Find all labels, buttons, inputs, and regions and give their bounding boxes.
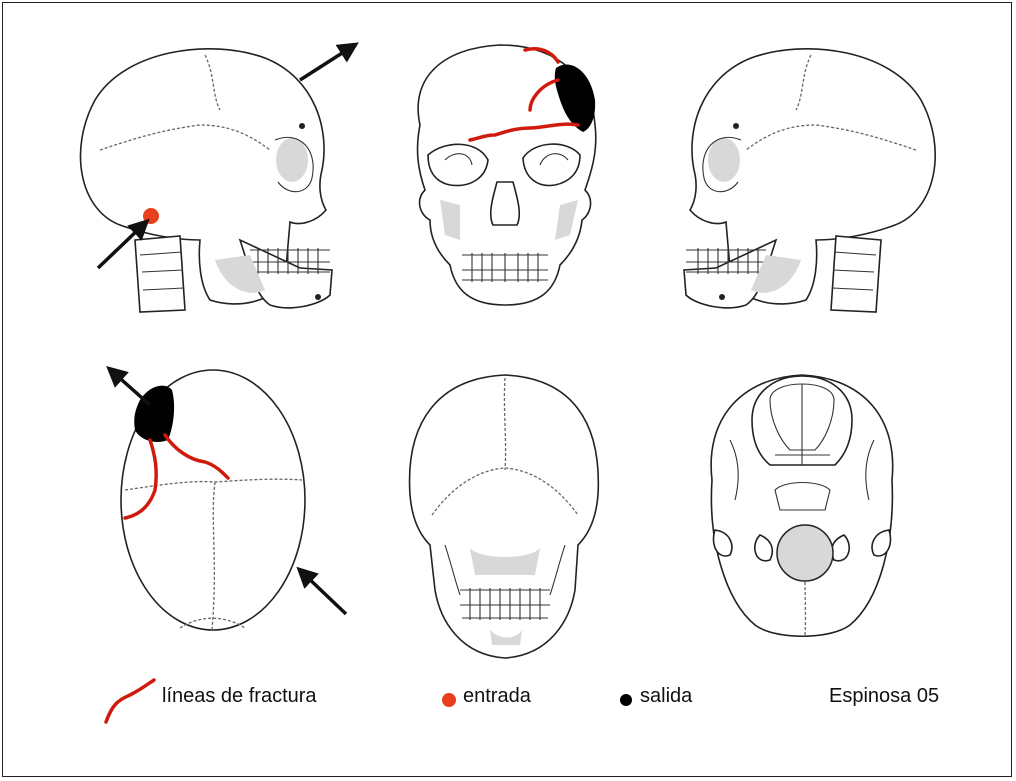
entry-wound-marker xyxy=(143,208,159,224)
skull-lateral-right-view xyxy=(684,49,935,312)
legend-exit-label: salida xyxy=(640,684,692,708)
entry-arrow-superior xyxy=(304,574,346,614)
exit-legend-dot xyxy=(620,694,632,706)
entry-legend-dot xyxy=(442,693,456,707)
skull-inferior-view xyxy=(711,375,893,636)
author-credit: Espinosa 05 xyxy=(829,684,939,708)
legend-fracture-label: líneas de fractura xyxy=(162,684,317,708)
exit-arrow-superior xyxy=(114,373,150,405)
skull-frontal-view xyxy=(418,45,596,305)
fracture-line-legend-icon xyxy=(106,680,154,722)
exit-arrow-lateral xyxy=(300,48,350,80)
skull-posterior-view xyxy=(410,375,599,658)
skull-lateral-left-view xyxy=(80,48,350,312)
skull-superior-view xyxy=(114,370,346,630)
legend-entry-label: entrada xyxy=(463,684,531,708)
